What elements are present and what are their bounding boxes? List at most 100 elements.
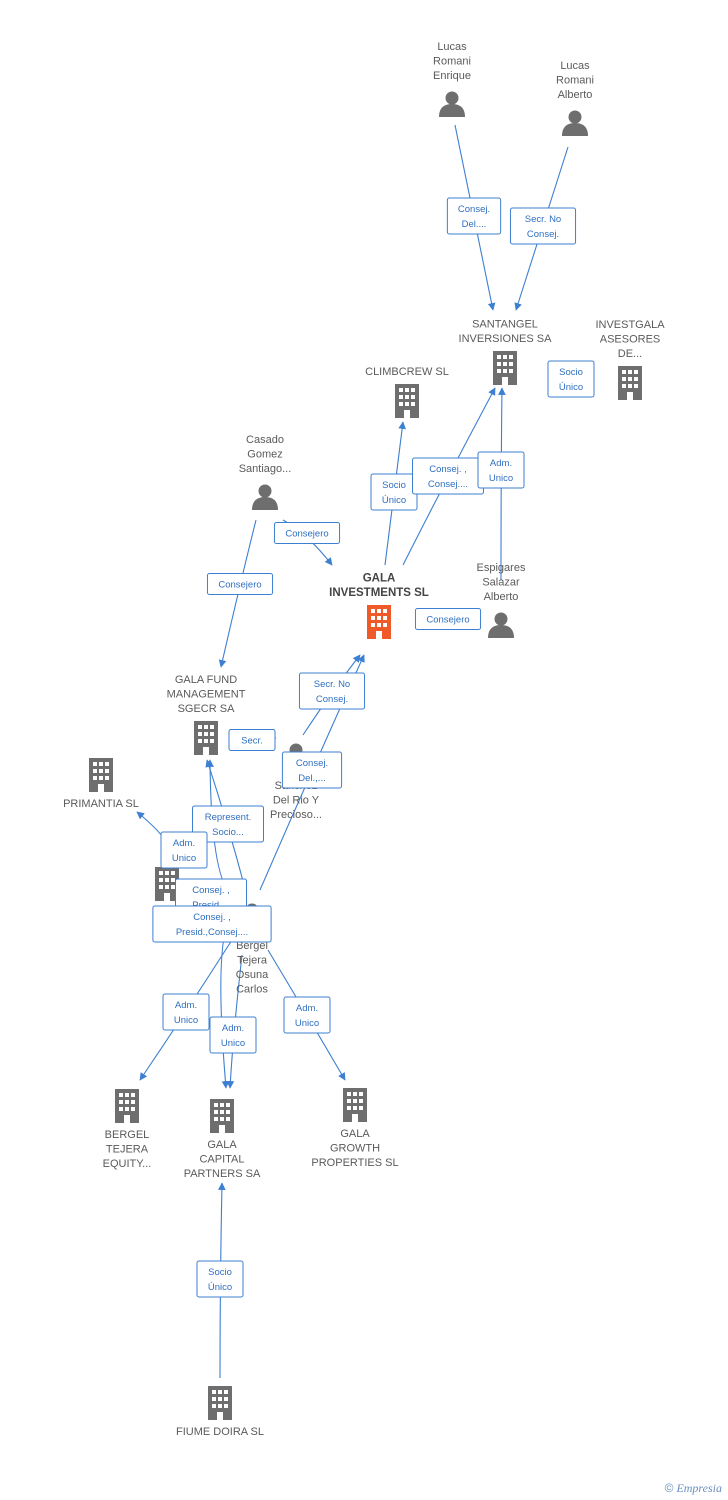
person-icon [488, 612, 514, 638]
node-investgala[interactable]: INVESTGALA ASESORES DE... [595, 319, 665, 400]
node-label: MANAGEMENT [167, 689, 246, 701]
node-label: Precioso... [270, 809, 322, 821]
node-label: GALA [340, 1128, 370, 1140]
node-gala_cap[interactable]: GALA CAPITAL PARTNERS SA [184, 1099, 261, 1180]
node-label: Lucas [437, 41, 467, 53]
node-label: INVESTGALA [595, 319, 665, 331]
edge-label-box [160, 831, 208, 869]
node-label: DE... [618, 348, 642, 360]
node-primantia[interactable]: PRIMANTIA SL [63, 758, 139, 810]
building-icon [194, 721, 218, 755]
edge-label-box [477, 451, 525, 489]
edge-label-gala_inv-to-santangel[interactable]: Consej. ,Consej.... [412, 457, 484, 495]
edge-label-text: Adm. [222, 1023, 244, 1034]
building-icon [493, 351, 517, 385]
edge-label-bergel_p-to-gala_inv[interactable]: Consej. Del.,... [281, 751, 343, 789]
edge-label-text: Consej.... [428, 479, 468, 490]
edge-label-text: Consej. [296, 758, 328, 769]
node-label: INVERSIONES SA [459, 333, 553, 345]
node-label: Carlos [236, 984, 268, 996]
node-label: PROPERTIES SL [311, 1157, 398, 1169]
node-label: Espigares [477, 562, 526, 574]
edge-label-bergel_p-to-gala_fund[interactable]: Represent. Socio... [192, 805, 264, 843]
edge-label-text: Único [208, 1282, 232, 1293]
edge-label-bergel_p-to-gala_cap[interactable]: Consej. ,Presid.,Consej.... [152, 905, 272, 943]
node-label: PARTNERS SA [184, 1168, 261, 1180]
edge-label-text: Secr. [241, 736, 263, 747]
edge-label-text: Adm. [175, 1000, 197, 1011]
edge-label-text: Unico [174, 1015, 198, 1026]
edge-label-neo-to-primantia[interactable]: Adm. Unico [160, 831, 208, 869]
edge-label-box [192, 805, 264, 843]
edge-label-box [152, 905, 272, 943]
edge-label-text: Único [559, 382, 583, 393]
node-label: Salazar [482, 577, 520, 589]
edge-label-text: Unico [489, 473, 513, 484]
copyright-icon: © [664, 1481, 674, 1495]
edge-label-text: Del.,... [298, 773, 325, 784]
edge-label-sanchez-to-gala_fund[interactable]: Secr. [228, 729, 276, 751]
building-icon [208, 1386, 232, 1420]
node-climbcrew[interactable]: CLIMBCREW SL [365, 366, 449, 418]
edge-label-text: Unico [172, 853, 196, 864]
node-label: Tejera [237, 955, 268, 967]
node-label: CLIMBCREW SL [365, 366, 449, 378]
edge-label-text: Consejero [218, 580, 261, 591]
edge-label-casado-to-gala_fund[interactable]: Consejero [206, 573, 274, 595]
edge-label-text: Socio [382, 480, 406, 491]
node-label: CAPITAL [199, 1154, 244, 1166]
person-icon [439, 91, 465, 117]
node-fiume[interactable]: FIUME DOIRA SL [176, 1386, 264, 1438]
node-label: TEJERA [106, 1144, 149, 1156]
node-label: BERGEL [105, 1129, 150, 1141]
edge-label-text: Socio... [212, 827, 244, 838]
edge-label-text: Adm. [296, 1003, 318, 1014]
edge-label-text: Represent. [205, 812, 251, 823]
node-label: ASESORES [600, 334, 661, 346]
edge-label-box [414, 608, 482, 630]
building-icon [367, 605, 391, 639]
node-label: Romani [433, 56, 471, 68]
edge-label-box [446, 197, 502, 235]
building-icon [395, 384, 419, 418]
brand-watermark: © Empresia [665, 1481, 722, 1496]
node-label: GALA [207, 1139, 237, 1151]
edge-label-text: Unico [295, 1018, 319, 1029]
edge-label-bergel_p-to-gala_growth[interactable]: Adm. Unico [283, 996, 331, 1034]
edge-label-casado-to-gala_inv[interactable]: Consejero [273, 522, 341, 544]
node-label: GALA FUND [175, 674, 237, 686]
person-icon [252, 484, 278, 510]
node-label: Del Rio Y [273, 795, 320, 807]
edge-label-text: Adm. [173, 838, 195, 849]
edge-label-bergel_p-to-bergel_eq[interactable]: Adm. Unico [162, 993, 210, 1031]
edge-label-box [209, 1016, 257, 1054]
edge-label-lre-to-santangel[interactable]: Consej.Del.... [446, 197, 502, 235]
edge-label-box [281, 751, 343, 789]
node-casado[interactable]: CasadoGomezSantiago... [239, 434, 292, 510]
node-label: FIUME DOIRA SL [176, 1426, 264, 1438]
person-icon [562, 110, 588, 136]
edge-label-text: Adm. [490, 458, 512, 469]
edge-label-text: Consej. [316, 694, 348, 705]
edge-label-bergel_p-to-gala_cap[interactable]: Adm.Unico [209, 1016, 257, 1054]
edge-label-espigares-to-gala_inv[interactable]: Consejero [414, 608, 482, 630]
edge-label-box [547, 360, 595, 398]
edge-label-espigares-to-santangel[interactable]: Adm. Unico [477, 451, 525, 489]
node-bergel_eq[interactable]: BERGELTEJERAEQUITY... [103, 1089, 152, 1170]
node-label: Lucas [560, 60, 590, 72]
edge-label-box [298, 672, 366, 710]
edge-label-box [228, 729, 276, 751]
